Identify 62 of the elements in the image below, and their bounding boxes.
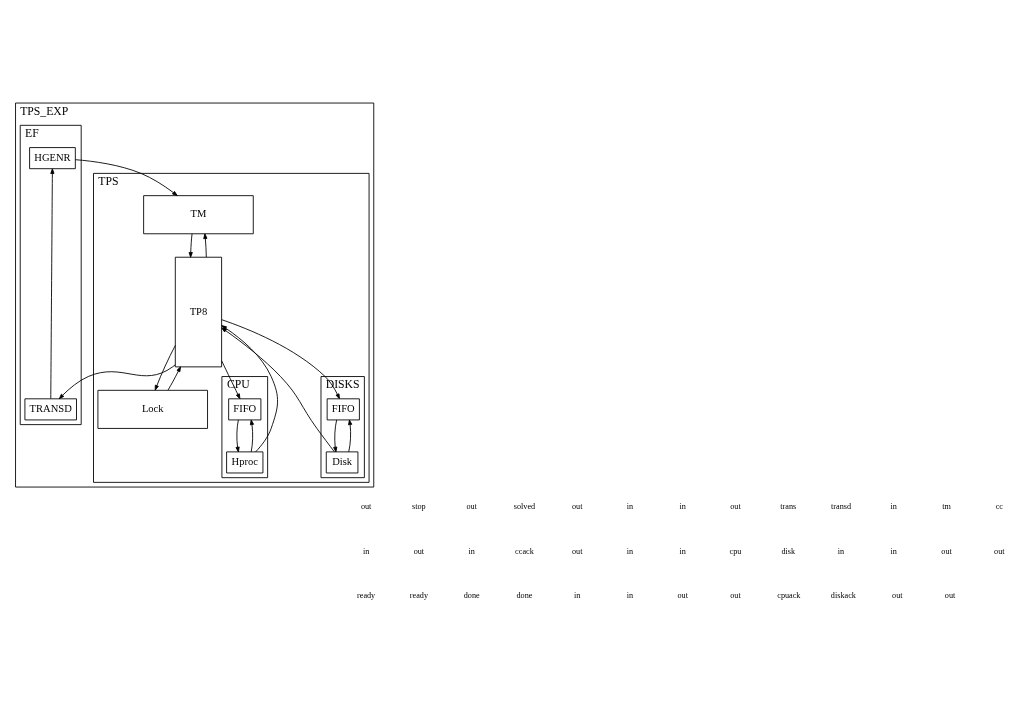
label: out xyxy=(730,591,741,601)
label: out xyxy=(413,546,425,556)
node-box: HGENR xyxy=(29,147,76,170)
label: done xyxy=(463,591,480,601)
node-box: TRANSD xyxy=(24,398,77,421)
label: ready xyxy=(357,591,376,601)
label: cpu xyxy=(729,546,742,556)
label: in xyxy=(837,546,845,556)
node-box: Lock xyxy=(97,389,208,429)
arrow xyxy=(75,159,178,196)
label: in xyxy=(890,502,897,512)
node-box: Hproc xyxy=(226,451,264,474)
label: stop xyxy=(412,502,426,512)
label: in xyxy=(626,591,634,601)
label: out xyxy=(944,591,956,601)
arrow xyxy=(188,233,193,258)
label: out xyxy=(994,546,1005,556)
label: transd xyxy=(831,502,852,512)
arrow xyxy=(154,345,176,391)
arrow xyxy=(333,419,338,453)
label: out xyxy=(730,502,741,512)
label: solved xyxy=(513,502,536,512)
label: in xyxy=(890,546,897,556)
label: diskack xyxy=(830,591,856,601)
label: out xyxy=(466,502,477,512)
arrow xyxy=(58,364,176,400)
label: done xyxy=(516,591,533,601)
node-box: TP8 xyxy=(174,256,223,368)
arrow xyxy=(235,419,240,453)
label: in xyxy=(468,546,475,556)
arrow xyxy=(203,233,208,258)
label: out xyxy=(941,546,952,556)
arrow xyxy=(50,168,55,399)
arrow xyxy=(348,419,353,453)
label: in xyxy=(679,502,686,512)
node-box: FIFO xyxy=(228,398,262,421)
label: in xyxy=(626,546,634,556)
arrow xyxy=(221,325,278,453)
label: out xyxy=(892,591,903,601)
arrow xyxy=(221,327,335,453)
node-box: FIFO xyxy=(326,398,360,421)
label: in xyxy=(679,546,686,556)
label: trans xyxy=(780,502,797,512)
label: cpuack xyxy=(777,591,801,601)
arrow xyxy=(221,319,340,400)
label: out xyxy=(571,546,583,556)
label: ready xyxy=(409,591,428,601)
node-box: TM xyxy=(143,195,254,235)
label: tm xyxy=(942,502,951,512)
label: ccack xyxy=(515,546,534,556)
arrow xyxy=(249,419,255,453)
label: in xyxy=(574,591,581,601)
label: out xyxy=(571,502,583,512)
label: out xyxy=(360,502,372,512)
label: in xyxy=(362,546,370,556)
label: in xyxy=(626,502,634,512)
label: out xyxy=(677,591,688,601)
arrow xyxy=(221,360,241,400)
label: disk xyxy=(781,546,796,556)
label: cc xyxy=(995,502,1003,512)
node-box: Disk xyxy=(325,451,359,474)
arrow xyxy=(167,366,181,391)
